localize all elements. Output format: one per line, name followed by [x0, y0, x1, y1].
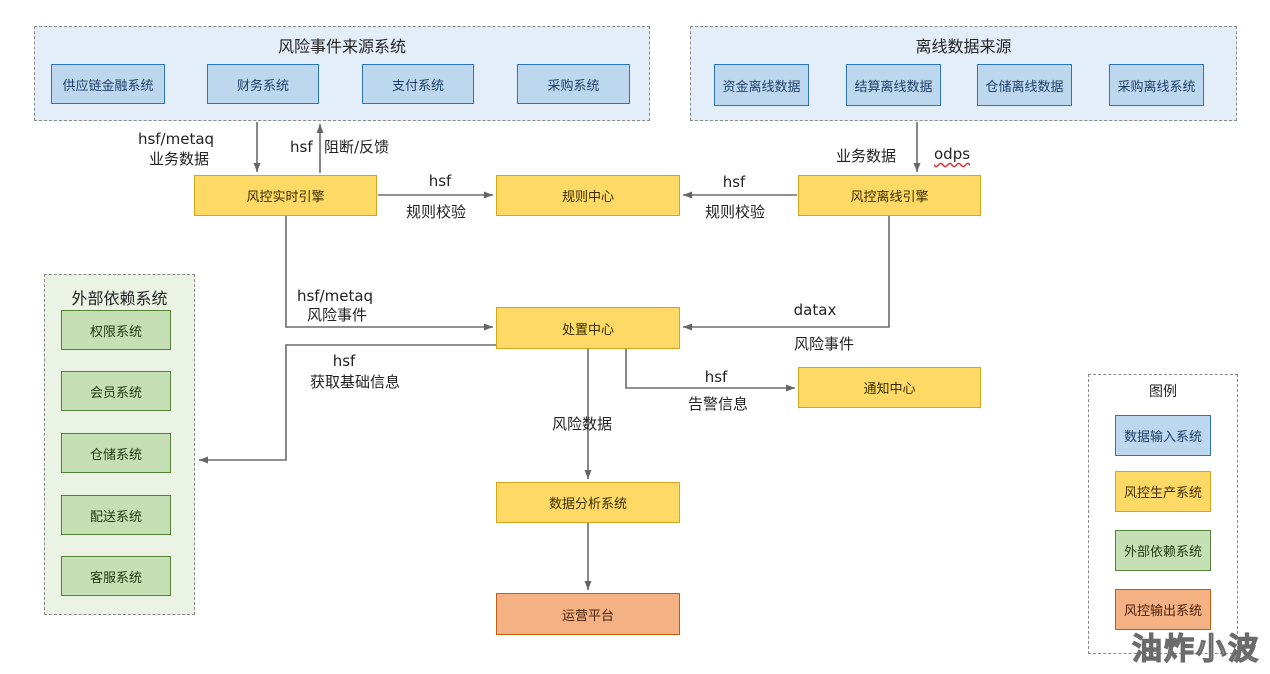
label-notify-hsf: hsf — [704, 368, 728, 386]
label-realtime-disposal-risk-event: 风险事件 — [306, 306, 368, 324]
label-offline-business-data: 业务数据 — [836, 147, 897, 165]
external-permission-system[interactable]: 权限系统 — [61, 310, 171, 350]
label-offline-disposal-datax: datax — [793, 301, 837, 319]
source-payment[interactable]: 支付系统 — [362, 64, 474, 104]
label-external-hsf: hsf — [332, 352, 356, 370]
label-offline-rule-check: 规则校验 — [704, 203, 766, 221]
realtime-risk-engine[interactable]: 风控实时引擎 — [194, 175, 377, 216]
arrow-offline-to-disposal — [683, 216, 890, 331]
legend-external-dependency: 外部依赖系统 — [1115, 530, 1211, 571]
notify-center[interactable]: 通知中心 — [798, 367, 981, 408]
legend-data-input: 数据输入系统 — [1115, 415, 1211, 456]
offline-warehouse-data[interactable]: 仓储离线数据 — [977, 64, 1072, 106]
arrow-realtime-to-disposal — [285, 216, 493, 331]
external-delivery-system[interactable]: 配送系统 — [61, 495, 171, 535]
label-realtime-disposal-hsf-metaq: hsf/metaq — [296, 287, 374, 305]
external-dependency-title: 外部依赖系统 — [71, 289, 168, 308]
label-external-basic-info: 获取基础信息 — [309, 373, 401, 391]
legend-risk-output: 风控输出系统 — [1115, 589, 1211, 630]
label-sources-hsf-metaq: hsf/metaq — [137, 130, 215, 148]
offline-capital-data[interactable]: 资金离线数据 — [714, 64, 809, 106]
offline-data-source-title: 离线数据来源 — [915, 37, 1012, 56]
label-notify-alert-info: 告警信息 — [687, 395, 749, 413]
data-analysis-system[interactable]: 数据分析系统 — [496, 482, 680, 523]
label-sources-business-data: 业务数据 — [148, 150, 210, 168]
offline-risk-engine[interactable]: 风控离线引擎 — [798, 175, 981, 216]
operations-platform[interactable]: 运营平台 — [496, 593, 680, 635]
external-customer-service-system[interactable]: 客服系统 — [61, 556, 171, 596]
arrow-disposal-to-notify — [625, 349, 795, 392]
label-risk-data: 风险数据 — [551, 415, 613, 433]
legend-title: 图例 — [1149, 384, 1177, 400]
external-warehouse-system[interactable]: 仓储系统 — [61, 433, 171, 473]
label-feedback-block: 阻断/反馈 — [324, 138, 390, 156]
disposal-center[interactable]: 处置中心 — [496, 307, 680, 349]
offline-settlement-data[interactable]: 结算离线数据 — [846, 64, 941, 106]
label-offline-disposal-risk-event: 风险事件 — [793, 335, 855, 353]
label-offline-odps: odps — [934, 145, 971, 163]
label-realtime-rule-check: 规则校验 — [405, 203, 467, 221]
rule-center[interactable]: 规则中心 — [496, 175, 680, 216]
label-offline-rule-hsf: hsf — [722, 173, 746, 191]
risk-event-source-title: 风险事件来源系统 — [277, 37, 406, 56]
legend-risk-production: 风控生产系统 — [1115, 471, 1211, 512]
source-procurement[interactable]: 采购系统 — [517, 64, 630, 104]
label-realtime-rule-hsf: hsf — [428, 172, 452, 190]
source-supply-chain-finance[interactable]: 供应链金融系统 — [51, 64, 165, 104]
watermark: 油炸小波 — [1131, 631, 1260, 667]
external-member-system[interactable]: 会员系统 — [61, 371, 171, 411]
label-feedback-hsf: hsf — [290, 138, 313, 156]
arrow-disposal-to-external — [199, 344, 496, 464]
offline-procurement-system[interactable]: 采购离线系统 — [1109, 64, 1204, 106]
source-finance[interactable]: 财务系统 — [207, 64, 319, 104]
